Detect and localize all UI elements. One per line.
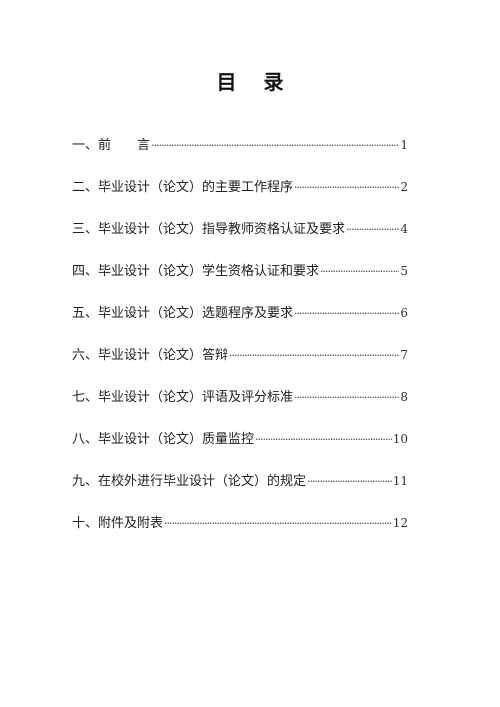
toc-dot-leader	[229, 350, 399, 361]
toc-page-number: 7	[400, 348, 408, 362]
toc-dot-leader	[346, 224, 399, 235]
toc-entry: 一、前 言 1	[72, 124, 408, 166]
toc-entry: 九、在校外进行毕业设计（论文）的规定 11	[72, 460, 408, 502]
toc-entry: 四、毕业设计（论文）学生资格认证和要求 5	[72, 250, 408, 292]
toc-entry-label: 六、毕业设计（论文）答辩	[72, 347, 229, 363]
toc-page-number: 5	[400, 264, 408, 278]
toc-dot-leader	[294, 392, 399, 403]
toc-dot-leader	[294, 182, 399, 193]
toc-page-number: 12	[392, 516, 408, 530]
toc-dot-leader	[151, 140, 399, 151]
toc-dot-leader	[164, 518, 392, 529]
toc-entry-label: 四、毕业设计（论文）学生资格认证和要求	[72, 263, 320, 279]
toc-entry: 六、毕业设计（论文）答辩 7	[72, 334, 408, 376]
page-title: 目 录	[216, 70, 294, 94]
toc-entry-label: 七、毕业设计（论文）评语及评分标准	[72, 389, 294, 405]
toc-entry-label: 八、毕业设计（论文）质量监控	[72, 431, 255, 447]
toc-page-number: 6	[400, 306, 408, 320]
toc-page-number: 11	[392, 474, 408, 488]
toc-entry: 二、毕业设计（论文）的主要工作程序 2	[72, 166, 408, 208]
toc-dot-leader	[255, 434, 392, 445]
toc-page-number: 2	[400, 180, 408, 194]
toc-dot-leader	[307, 476, 392, 487]
toc-page-number: 8	[400, 390, 408, 404]
toc-entry: 七、毕业设计（论文）评语及评分标准 8	[72, 376, 408, 418]
toc-entry-label: 九、在校外进行毕业设计（论文）的规定	[72, 473, 307, 489]
toc-entry-label: 五、毕业设计（论文）选题程序及要求	[72, 305, 294, 321]
toc-entry-label: 三、毕业设计（论文）指导教师资格认证及要求	[72, 221, 346, 237]
table-of-contents: 一、前 言 1 二、毕业设计（论文）的主要工作程序 2 三、毕业设计（论文）指导…	[72, 124, 408, 544]
toc-entry: 十、附件及附表 12	[72, 502, 408, 544]
toc-page-number: 1	[400, 138, 408, 152]
toc-dot-leader	[320, 266, 399, 277]
toc-entry: 三、毕业设计（论文）指导教师资格认证及要求 4	[72, 208, 408, 250]
toc-entry: 五、毕业设计（论文）选题程序及要求 6	[72, 292, 408, 334]
toc-entry: 八、毕业设计（论文）质量监控 10	[72, 418, 408, 460]
toc-dot-leader	[294, 308, 399, 319]
toc-entry-label: 二、毕业设计（论文）的主要工作程序	[72, 179, 294, 195]
toc-entry-label: 十、附件及附表	[72, 515, 164, 531]
toc-page-number: 10	[392, 432, 408, 446]
toc-page-number: 4	[400, 222, 408, 236]
toc-entry-label: 一、前 言	[72, 137, 151, 153]
